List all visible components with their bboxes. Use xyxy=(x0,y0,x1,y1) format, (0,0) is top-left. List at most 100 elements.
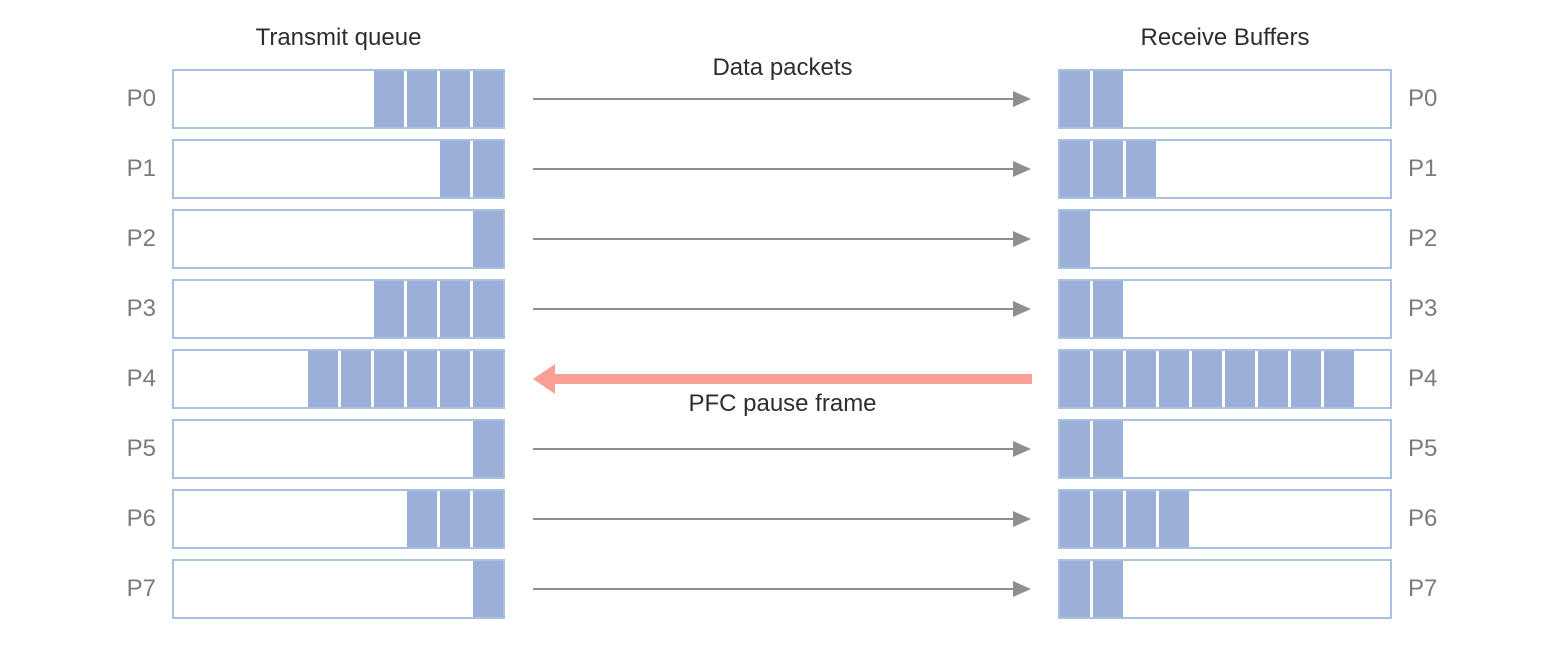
priority-row: P5 P5 xyxy=(0,419,1560,489)
packet-segment xyxy=(473,281,503,337)
priority-row: P6 P6 xyxy=(0,489,1560,559)
packet-segment xyxy=(1093,351,1123,407)
transmit-queue-bar xyxy=(172,559,505,619)
packet-segment xyxy=(1060,351,1090,407)
packet-segment xyxy=(1093,421,1123,477)
packet-segment xyxy=(473,491,503,547)
priority-label-left: P6 xyxy=(126,505,156,532)
packet-segment xyxy=(1060,561,1090,617)
transmit-queue-bar xyxy=(172,349,505,409)
packet-segment xyxy=(1060,211,1090,267)
packet-segment xyxy=(1093,561,1123,617)
data-packet-arrow-right xyxy=(533,91,1031,107)
priority-label-right: P0 xyxy=(1408,85,1438,112)
priority-label-right: P7 xyxy=(1408,575,1438,602)
receive-buffer-bar xyxy=(1058,349,1392,409)
priority-row: P3 P3 xyxy=(0,279,1560,349)
packet-segment xyxy=(473,421,503,477)
packet-segment xyxy=(440,351,470,407)
data-packet-arrow-right xyxy=(533,441,1031,457)
receive-buffer-bar xyxy=(1058,279,1392,339)
packet-segment xyxy=(473,71,503,127)
transmit-queue-bar xyxy=(172,489,505,549)
packet-segment xyxy=(1060,71,1090,127)
packet-segment xyxy=(440,281,470,337)
packet-segment xyxy=(341,351,371,407)
packet-segment xyxy=(1093,491,1123,547)
data-packet-arrow-right xyxy=(533,301,1031,317)
packet-segment xyxy=(1060,141,1090,197)
pfc-pause-frame-label: PFC pause frame xyxy=(688,390,877,417)
packet-segment xyxy=(473,141,503,197)
packet-segment xyxy=(473,211,503,267)
packet-segment xyxy=(407,351,437,407)
packet-segment xyxy=(1159,351,1189,407)
packet-segment xyxy=(1291,351,1321,407)
packet-segment xyxy=(473,351,503,407)
priority-label-left: P3 xyxy=(126,295,156,322)
priority-label-left: P5 xyxy=(126,435,156,462)
packet-segment xyxy=(440,141,470,197)
priority-row: P4 P4 xyxy=(0,349,1560,419)
priority-label-right: P5 xyxy=(1408,435,1438,462)
pfc-pause-arrow-left xyxy=(533,364,1032,394)
priority-row: P1 P1 xyxy=(0,139,1560,209)
data-packet-arrow-right xyxy=(533,161,1031,177)
receive-buffer-bar xyxy=(1058,69,1392,129)
packet-segment xyxy=(1126,351,1156,407)
data-packet-arrow-right xyxy=(533,581,1031,597)
receive-buffer-bar xyxy=(1058,489,1392,549)
priority-label-left: P7 xyxy=(126,575,156,602)
priority-label-right: P3 xyxy=(1408,295,1438,322)
packet-segment xyxy=(1060,421,1090,477)
receive-buffers-title: Receive Buffers xyxy=(1140,24,1310,51)
transmit-queue-title: Transmit queue xyxy=(255,24,422,51)
packet-segment xyxy=(1093,281,1123,337)
receive-buffer-bar xyxy=(1058,209,1392,269)
packet-segment xyxy=(1192,351,1222,407)
priority-label-right: P6 xyxy=(1408,505,1438,532)
priority-label-left: P1 xyxy=(126,155,156,182)
priority-label-left: P0 xyxy=(126,85,156,112)
priority-rows: P0 P0 P1 P1 P2 P2 P3 P3 P4 P4 P5 P5 P6 xyxy=(0,69,1560,629)
packet-segment xyxy=(440,71,470,127)
data-packet-arrow-right xyxy=(533,231,1031,247)
priority-row: P7 P7 xyxy=(0,559,1560,629)
packet-segment xyxy=(374,281,404,337)
receive-buffer-bar xyxy=(1058,139,1392,199)
priority-label-right: P1 xyxy=(1408,155,1438,182)
priority-label-left: P2 xyxy=(126,225,156,252)
data-packet-arrow-right xyxy=(533,511,1031,527)
priority-label-left: P4 xyxy=(126,365,156,392)
packet-segment xyxy=(473,561,503,617)
packet-segment xyxy=(308,351,338,407)
receive-buffer-bar xyxy=(1058,559,1392,619)
packet-segment xyxy=(1324,351,1354,407)
packet-segment xyxy=(1126,491,1156,547)
packet-segment xyxy=(1159,491,1189,547)
transmit-queue-bar xyxy=(172,69,505,129)
packet-segment xyxy=(407,281,437,337)
transmit-queue-bar xyxy=(172,279,505,339)
packet-segment xyxy=(407,491,437,547)
priority-label-right: P4 xyxy=(1408,365,1438,392)
transmit-queue-bar xyxy=(172,139,505,199)
packet-segment xyxy=(374,71,404,127)
priority-row: P2 P2 xyxy=(0,209,1560,279)
packet-segment xyxy=(374,351,404,407)
transmit-queue-bar xyxy=(172,209,505,269)
packet-segment xyxy=(407,71,437,127)
packet-segment xyxy=(1126,141,1156,197)
data-packets-label: Data packets xyxy=(712,54,853,81)
packet-segment xyxy=(1060,281,1090,337)
packet-segment xyxy=(1258,351,1288,407)
packet-segment xyxy=(1060,491,1090,547)
packet-segment xyxy=(1225,351,1255,407)
packet-segment xyxy=(440,491,470,547)
transmit-queue-bar xyxy=(172,419,505,479)
packet-segment xyxy=(1093,141,1123,197)
receive-buffer-bar xyxy=(1058,419,1392,479)
priority-label-right: P2 xyxy=(1408,225,1438,252)
priority-row: P0 P0 xyxy=(0,69,1560,139)
